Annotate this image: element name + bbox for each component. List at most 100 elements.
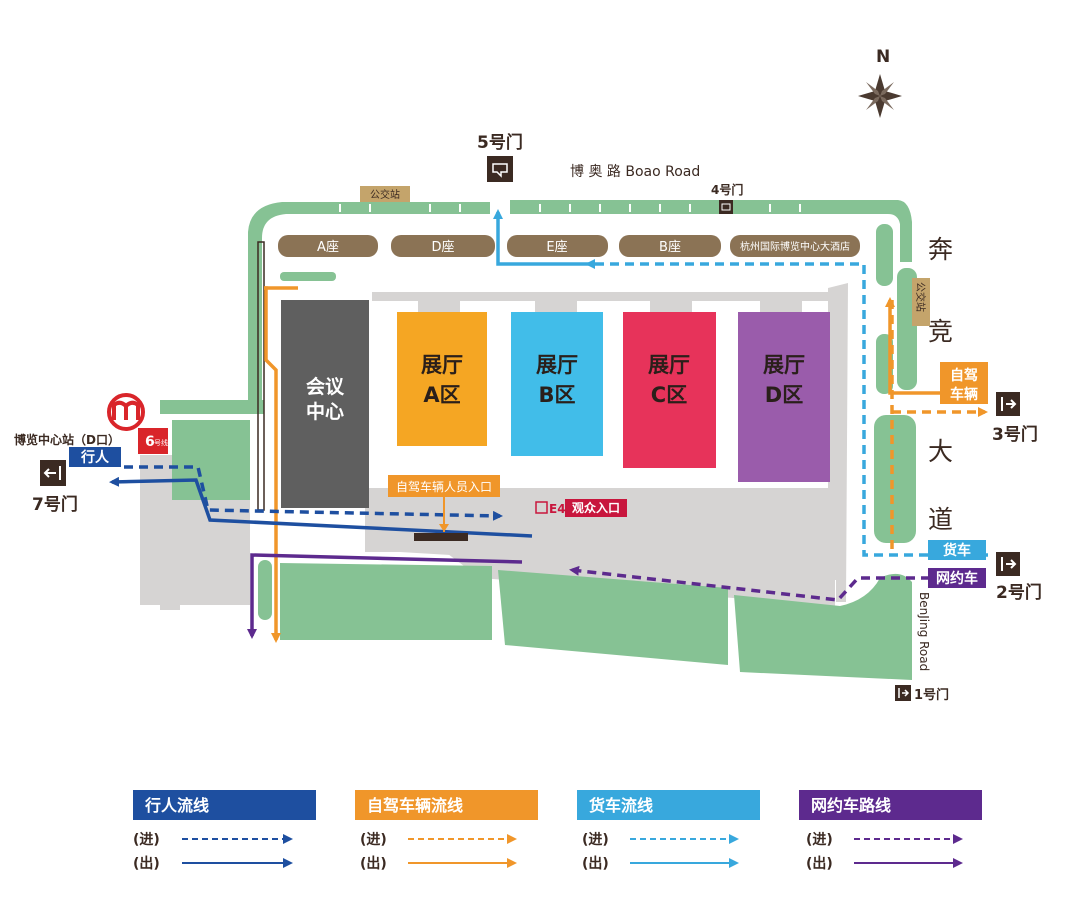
legend-pedestrian-title: 行人流线	[144, 796, 209, 815]
conference-center	[281, 300, 369, 508]
conference-label-1: 会议	[306, 375, 345, 398]
building-d-label: D座	[431, 240, 454, 255]
visitor-entry-tag	[565, 499, 627, 517]
metro-line-number: 6	[145, 434, 155, 450]
visitor-entry-group: E4 观众入口	[535, 499, 627, 517]
self-drive-tag	[940, 362, 988, 404]
self-drive-entry-pointer-head	[439, 524, 449, 532]
self-drive-entry-tag	[388, 475, 500, 497]
gate-5-icon	[487, 156, 513, 182]
road-char-3: 大	[928, 437, 953, 466]
truck-route-out	[493, 209, 588, 266]
hall-a-label-2: A区	[423, 383, 460, 407]
building-e	[507, 235, 608, 257]
south-green-block-1	[280, 563, 492, 640]
east-island-1	[876, 224, 893, 286]
visitor-entry-code: E4	[549, 502, 566, 516]
building-a	[278, 235, 378, 257]
pedestrian-route-in	[124, 465, 503, 521]
south-green-strip	[258, 560, 272, 620]
gate-1-exit-glyph	[898, 688, 910, 698]
hall-d-label-1: 展厅	[763, 353, 805, 377]
ride-hail-tag	[928, 568, 986, 588]
metro-station-label: 博览中心站（D口）	[14, 432, 120, 447]
hotel-label: 杭州国际博览中心大酒店	[740, 240, 850, 253]
ride-hail-route-in	[569, 565, 930, 602]
building-b	[619, 235, 721, 257]
connector-d	[760, 296, 802, 314]
gate-2-exit-glyph	[1001, 557, 1017, 571]
road-name-north: 博 奥 路 Boao Road	[570, 163, 700, 180]
hotel-building	[730, 235, 860, 257]
bus-stop-north	[360, 186, 410, 202]
pedestrian-route	[109, 465, 533, 538]
building-b-label: B座	[659, 240, 681, 255]
door-icon	[535, 501, 548, 514]
connector-b	[535, 296, 577, 314]
top-row-buildings: A座 D座 E座 B座 杭州国际博览中心大酒店	[278, 235, 860, 257]
gate-4-door-glyph	[721, 203, 731, 211]
connector-a	[418, 296, 460, 314]
hall-d-label-2: D区	[765, 383, 803, 407]
ride-hail-route-out	[247, 553, 523, 639]
gate-3-label: 3号门	[992, 424, 1038, 445]
truck-route-in	[585, 259, 988, 557]
metro-line-badge	[138, 428, 168, 454]
legend-self-drive-header	[355, 790, 538, 820]
hall-c-label-2: C区	[651, 383, 687, 407]
road-char-2: 竞	[928, 317, 953, 346]
metro-green-block	[172, 420, 250, 500]
gate-5-door-glyph	[492, 163, 508, 178]
west-plaza-notch	[160, 590, 180, 610]
gate-1-label: 1号门	[914, 687, 949, 703]
legend-self-drive-in: (进)	[360, 832, 387, 848]
legend-truck-header	[577, 790, 760, 820]
hall-d	[738, 312, 830, 482]
building-a-label: A座	[317, 240, 339, 255]
metro-logo-icon	[107, 393, 145, 431]
small-green-patch	[280, 272, 336, 281]
gate-7-exit-glyph	[43, 466, 61, 480]
truck-tag-label: 货车	[942, 542, 971, 559]
hall-b	[511, 312, 603, 456]
hall-c	[623, 312, 716, 468]
bus-stop-east	[912, 278, 930, 326]
gate-5-label: 5号门	[477, 132, 523, 153]
legend-self-drive-out: (出)	[360, 855, 387, 872]
pedestrian-route-out	[109, 476, 533, 538]
gate-3-exit-glyph	[1001, 397, 1017, 411]
road-char-4: 道	[928, 505, 953, 534]
legend-pedestrian-out: (出)	[133, 855, 160, 872]
legend-ride-hail-out: (出)	[806, 855, 833, 872]
conference-label-2: 中心	[306, 400, 344, 423]
hall-a-label-1: 展厅	[421, 353, 463, 377]
gate-2-label: 2号门	[996, 582, 1042, 603]
self-drive-entry-marker	[414, 533, 468, 541]
north-service-road	[372, 292, 838, 301]
south-green-block-3	[734, 573, 912, 680]
legend-self-drive-title: 自驾车辆流线	[367, 796, 463, 815]
bus-stop-north-label: 公交站	[370, 188, 400, 201]
west-green-strip	[160, 400, 264, 414]
north-east-green-belt	[510, 200, 912, 262]
legend-ride-hail-header	[799, 790, 982, 820]
self-drive-tag-label-2: 车辆	[950, 386, 978, 403]
legend-pedestrian-header	[133, 790, 316, 820]
north-wall-ticks	[339, 204, 801, 212]
hall-a	[397, 312, 487, 446]
pedestrian-tag	[69, 447, 121, 467]
gate-4-label: 4号门	[711, 182, 743, 197]
pedestrian-tag-label: 行人	[80, 449, 110, 466]
road-name-southeast: BenJing Road	[917, 592, 931, 671]
connector-c	[650, 296, 692, 314]
compass-rose-icon	[858, 74, 902, 118]
building-d	[391, 235, 495, 257]
metro-line-suffix: 号线	[154, 438, 168, 447]
legend-ride-hail-in: (进)	[806, 832, 833, 848]
legend-truck-in: (进)	[582, 832, 609, 848]
legend: 行人流线 (进) (出) 自驾车辆流线 (进) (出) 货车流线 (进) (出)…	[133, 790, 982, 872]
gate-7-label: 7号门	[32, 494, 78, 515]
south-green-block-2	[498, 570, 728, 665]
